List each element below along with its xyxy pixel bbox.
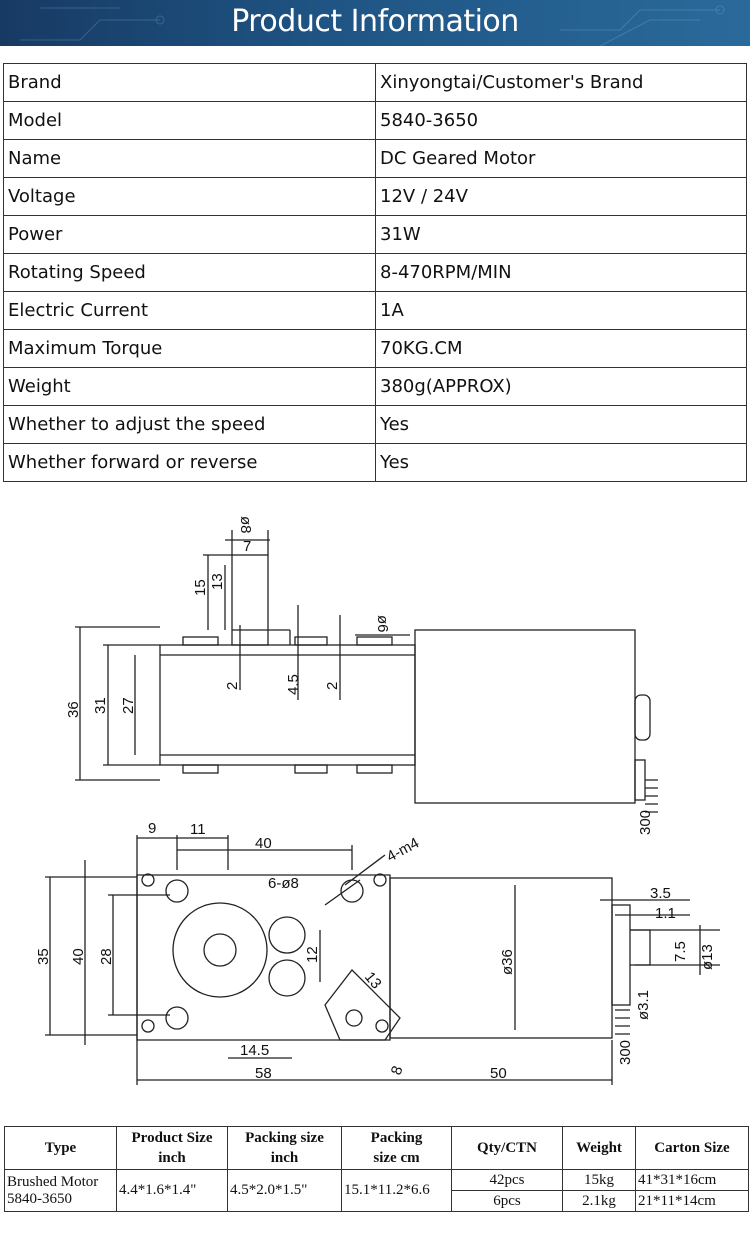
dim-label: ø13 [699, 944, 716, 970]
dim-label: 14.5 [240, 1042, 269, 1059]
spec-key: Brand [3, 63, 376, 102]
dim-label: 40 [255, 835, 272, 852]
cell-qty: 42pcs [451, 1169, 563, 1191]
dim-label: 58 [255, 1065, 272, 1082]
dim-label: 7 [243, 538, 251, 555]
dim-label: 13 [361, 969, 385, 993]
cell-carton: 21*11*14cm [635, 1190, 749, 1212]
spec-key: Whether forward or reverse [3, 443, 376, 482]
dim-label: 35 [35, 948, 52, 965]
dim-label: 27 [120, 697, 137, 714]
spec-value: 1A [375, 291, 747, 330]
side-gearbox-body [159, 644, 416, 766]
spec-key: Weight [3, 367, 376, 406]
dim-label: ø6 [374, 615, 391, 633]
front-gear-circle [172, 902, 268, 998]
cell-packing-size-inch: 4.5*2.0*1.5" [227, 1169, 342, 1212]
spec-value: 8-470RPM/MIN [375, 253, 747, 292]
technical-drawing: ø8 7 15 13 36 31 27 2 4.5 2 ø6 300 [35, 516, 720, 1085]
dim-label: 9 [148, 820, 156, 837]
header-banner: Product Information [0, 0, 750, 46]
dim-label: 31 [92, 697, 109, 714]
spec-key: Whether to adjust the speed [3, 405, 376, 444]
dim-label: 28 [98, 948, 115, 965]
cell-packing-size-cm: 15.1*11.2*6.6 [341, 1169, 452, 1212]
spec-value: 12V / 24V [375, 177, 747, 216]
spec-value: Yes [375, 405, 747, 444]
header-qty: Qty/CTN [451, 1126, 563, 1170]
dim-label: ø3.1 [635, 990, 652, 1020]
spec-key: Electric Current [3, 291, 376, 330]
dim-label: 4.5 [285, 674, 302, 695]
spec-value: Xinyongtai/Customer's Brand [375, 63, 747, 102]
dim-label: 12 [304, 946, 321, 963]
dim-label: 300 [637, 810, 654, 835]
dim-label: 50 [490, 1065, 507, 1082]
cell-weight: 15kg [562, 1169, 636, 1191]
cell-weight: 2.1kg [562, 1190, 636, 1212]
dim-label: 8 [388, 1064, 407, 1078]
side-output-shaft [231, 554, 269, 646]
dim-label: 15 [192, 579, 209, 596]
cell-product-size: 4.4*1.6*1.4" [116, 1169, 228, 1212]
spec-value: DC Geared Motor [375, 139, 747, 178]
spec-key: Voltage [3, 177, 376, 216]
table-row: 6pcs 2.1kg 21*11*14cm [5, 1190, 749, 1212]
side-motor-can [414, 629, 636, 804]
dim-label: 2 [324, 682, 341, 690]
dim-label: ø8 [237, 516, 254, 534]
spec-key: Rotating Speed [3, 253, 376, 292]
spec-value: 70KG.CM [375, 329, 747, 368]
dim-label: 13 [209, 573, 226, 590]
dim-label: ø36 [499, 949, 516, 975]
front-view-labels: 9 11 40 4-m4 6-ø8 35 40 28 12 13 14.5 58… [35, 820, 716, 1082]
dim-label: 7.5 [672, 941, 689, 962]
dim-label: 2 [224, 682, 241, 690]
dim-label: 40 [70, 948, 87, 965]
cell-carton: 41*31*16cm [635, 1169, 749, 1191]
dim-label: 3.5 [650, 885, 671, 902]
spec-key: Name [3, 139, 376, 178]
dim-label: 300 [617, 1040, 634, 1065]
dim-label: 11 [190, 821, 206, 838]
front-mounting-plate [136, 874, 391, 1041]
dim-label: 1.1 [655, 905, 676, 922]
spec-value: Yes [375, 443, 747, 482]
spec-key: Maximum Torque [3, 329, 376, 368]
side-view-labels: ø8 7 15 13 36 31 27 2 4.5 2 ø6 300 [65, 516, 654, 835]
spec-value: 380g(APPROX) [375, 367, 747, 406]
circuit-pattern-decoration [20, 5, 725, 46]
page-title: Product Information [231, 4, 519, 39]
spec-key: Model [3, 101, 376, 140]
header-weight: Weight [562, 1126, 636, 1170]
spec-value: 5840-3650 [375, 101, 747, 140]
dim-label: 4-m4 [384, 834, 422, 865]
cell-qty: 6pcs [451, 1190, 563, 1212]
header-type: Type [4, 1126, 117, 1170]
header-carton-size: Carton Size [635, 1126, 749, 1170]
spec-value: 31W [375, 215, 747, 254]
dim-label: 36 [65, 701, 82, 718]
spec-key: Power [3, 215, 376, 254]
dim-label: 6-ø8 [268, 875, 299, 892]
